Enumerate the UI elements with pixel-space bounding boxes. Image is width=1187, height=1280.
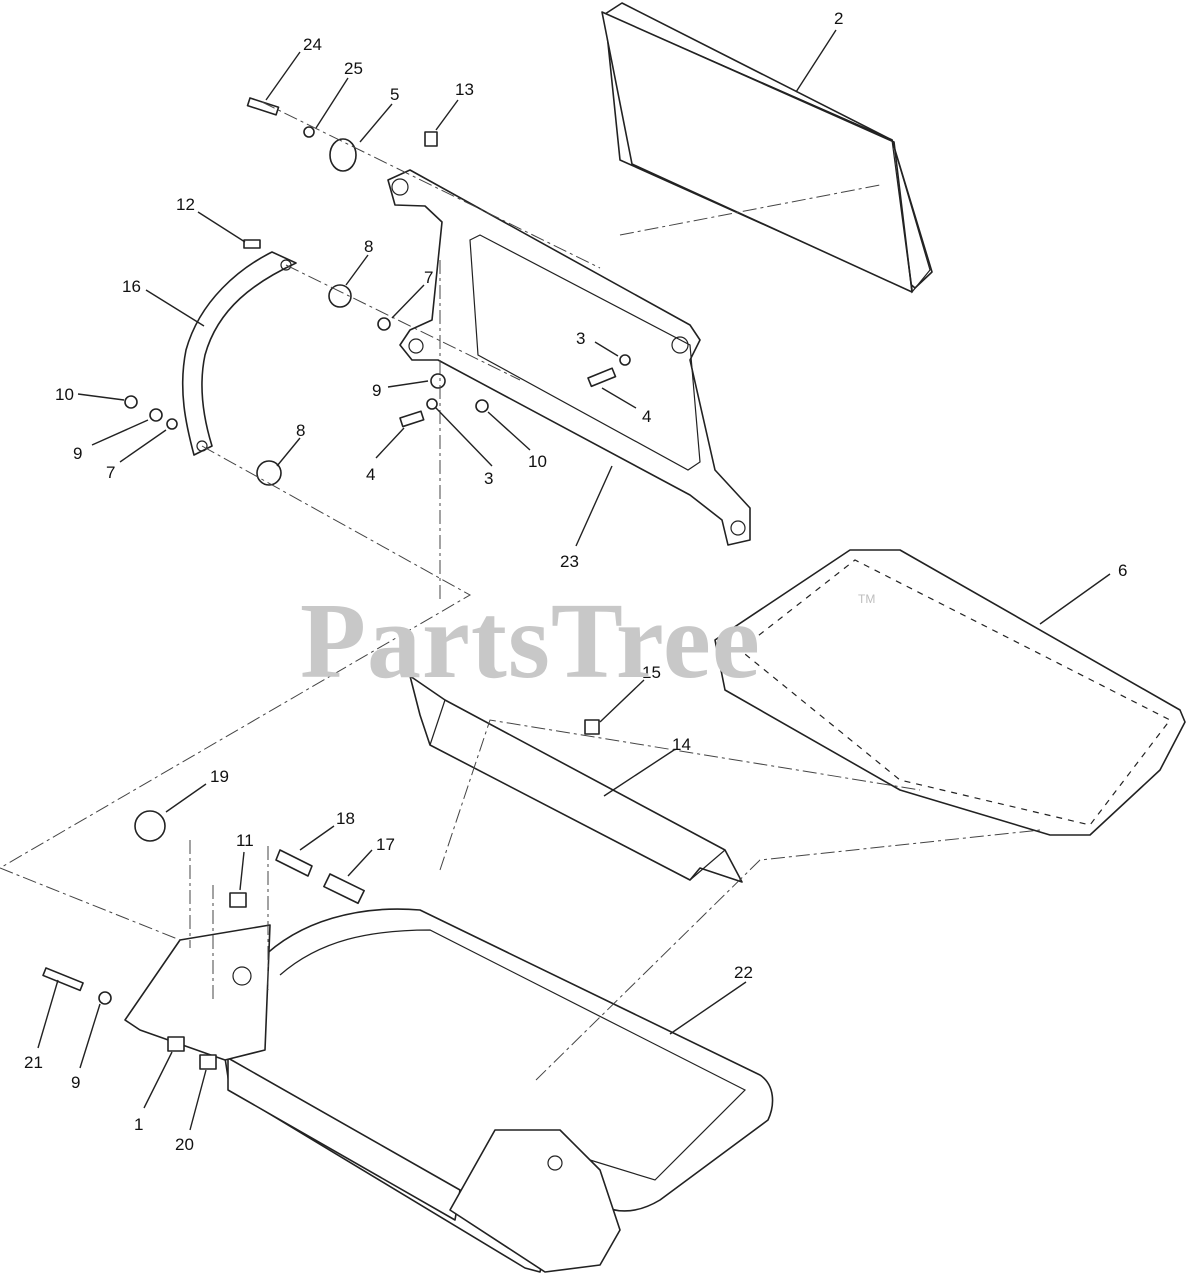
part-6-foot-pad	[714, 549, 1186, 836]
part-2-cushion	[601, 2, 933, 294]
part-22-footrest-frame	[124, 908, 774, 1273]
watermark-trademark: TM	[858, 592, 876, 606]
part-14-angle-plate	[409, 675, 743, 883]
part-23-back-bracket	[387, 169, 751, 546]
callout-12[interactable]: 12	[176, 195, 195, 214]
callout-7[interactable]: 7	[424, 268, 433, 287]
callout-17[interactable]: 17	[376, 835, 395, 854]
callout-20[interactable]: 20	[175, 1135, 194, 1154]
callout-8[interactable]: 8	[364, 237, 373, 256]
callout-21[interactable]: 21	[24, 1053, 43, 1072]
callout-8-lower[interactable]: 8	[296, 421, 305, 440]
callout-6[interactable]: 6	[1118, 561, 1127, 580]
callout-19[interactable]: 19	[210, 767, 229, 786]
hardware-items	[42, 97, 631, 1070]
callout-5[interactable]: 5	[390, 85, 399, 104]
callout-11[interactable]: 11	[236, 831, 254, 850]
callout-4-right[interactable]: 4	[642, 407, 651, 426]
callout-2[interactable]: 2	[834, 9, 843, 28]
callout-9[interactable]: 9	[372, 381, 381, 400]
assembly-lines	[0, 101, 1041, 1081]
callout-25[interactable]: 25	[344, 59, 363, 78]
callout-23[interactable]: 23	[560, 552, 579, 571]
callout-15[interactable]: 15	[642, 663, 661, 682]
callout-10[interactable]: 10	[55, 385, 74, 404]
callout-1[interactable]: 1	[134, 1115, 143, 1134]
callout-14[interactable]: 14	[672, 735, 691, 754]
callout-13[interactable]: 13	[455, 80, 474, 99]
callout-18[interactable]: 18	[336, 809, 355, 828]
callout-22[interactable]: 22	[734, 963, 753, 982]
callout-4[interactable]: 4	[366, 465, 375, 484]
callout-3-lower[interactable]: 3	[484, 469, 493, 488]
callout-24[interactable]: 24	[303, 35, 322, 54]
callout-10-lower[interactable]: 10	[528, 452, 547, 471]
callout-3[interactable]: 3	[576, 329, 585, 348]
callout-7-left[interactable]: 7	[106, 463, 115, 482]
callout-labels: 24 25 5 13 2 12 16 8 7 3 10 9 7 9 8 4 4 …	[24, 9, 1127, 1154]
callout-9-left[interactable]: 9	[73, 444, 82, 463]
callout-9-bottom[interactable]: 9	[71, 1073, 80, 1092]
part-16-arc-link	[181, 251, 297, 456]
leader-lines	[37, 29, 1111, 1131]
callout-16[interactable]: 16	[122, 277, 141, 296]
